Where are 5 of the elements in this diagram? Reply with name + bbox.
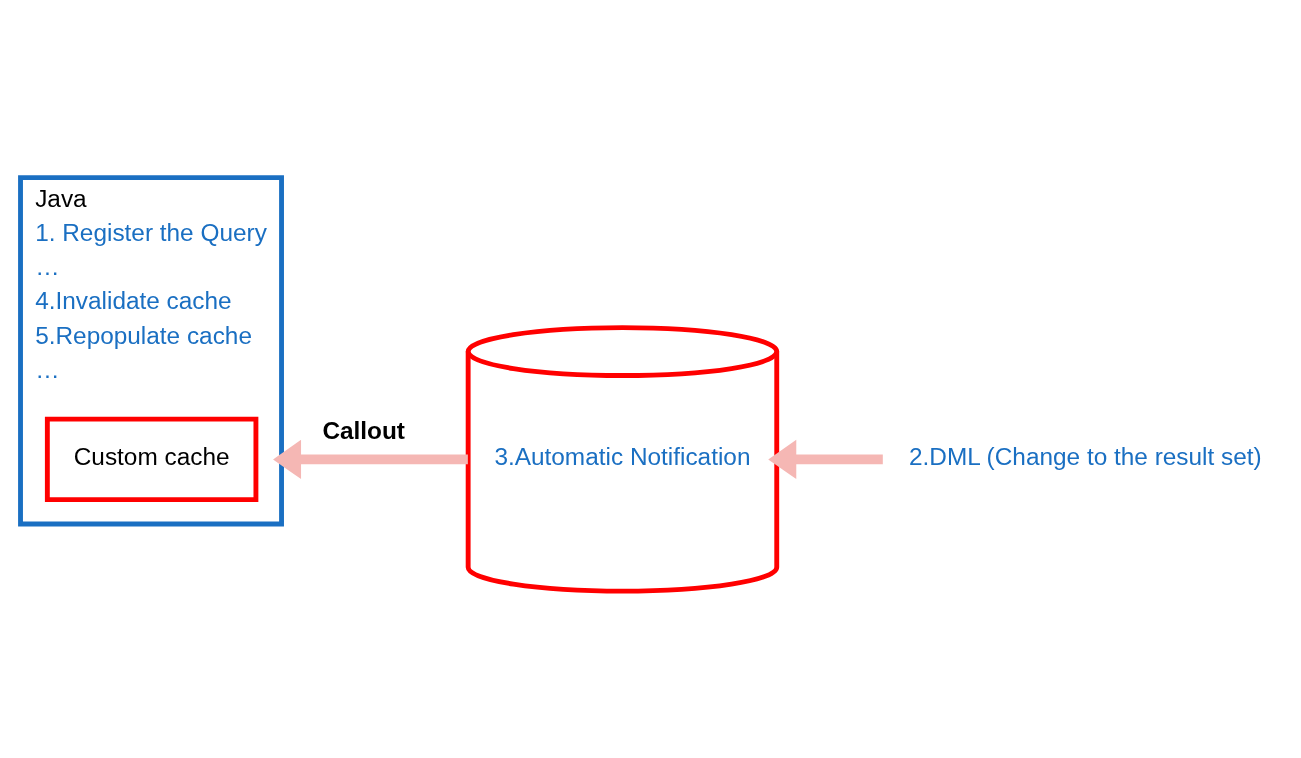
arrow	[768, 439, 883, 479]
node-text: 2.DML (Change to the result set)	[908, 442, 1262, 470]
node-box: Custom cache	[44, 416, 259, 502]
arrow	[273, 439, 468, 479]
edge-label: Callout	[322, 416, 406, 444]
